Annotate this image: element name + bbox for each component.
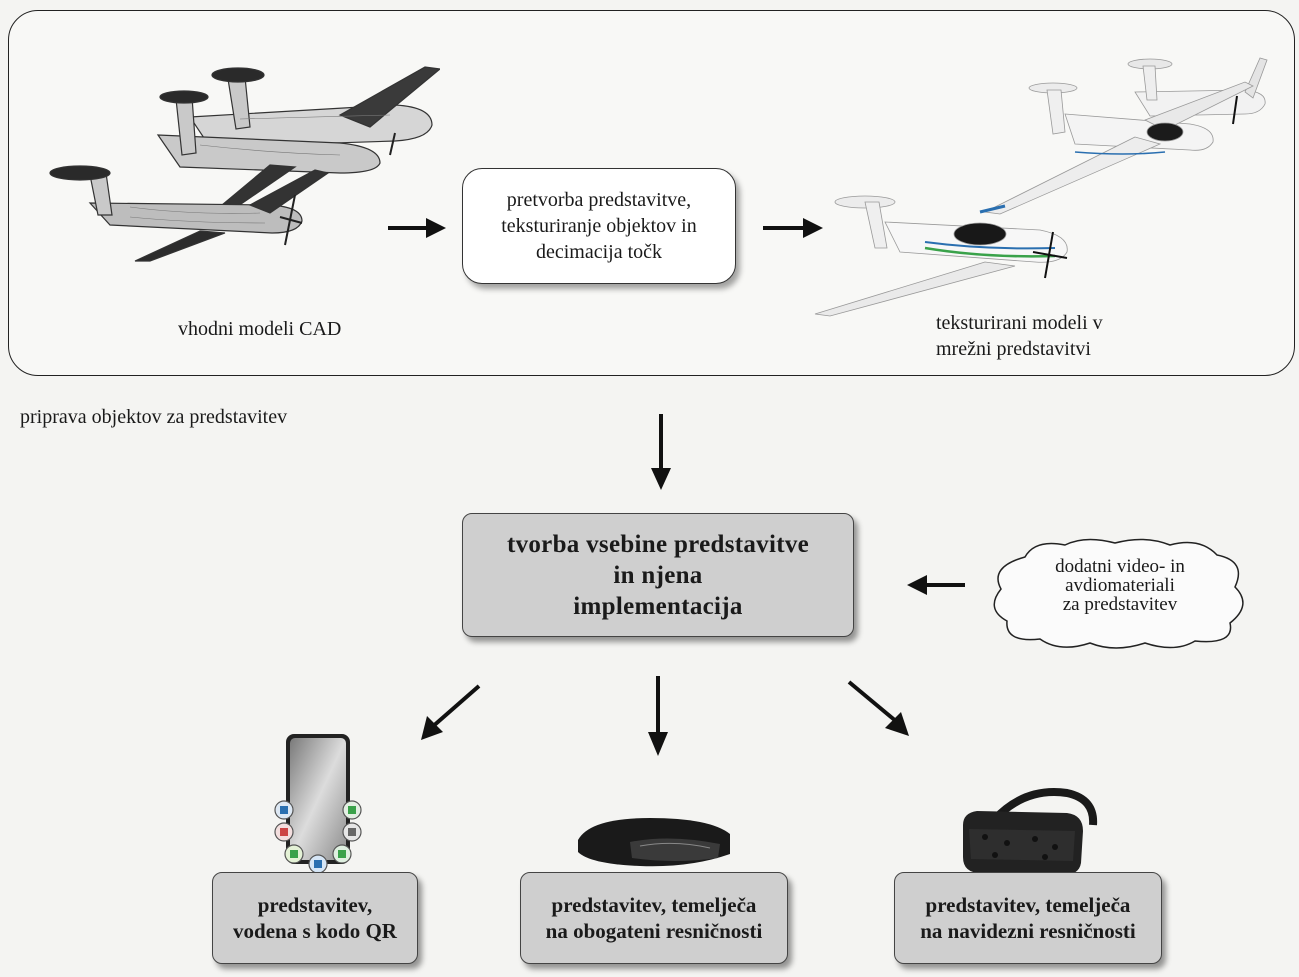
process-line-1: pretvorba predstavitve, xyxy=(506,189,692,211)
ar-line-2: na obogateni resničnosti xyxy=(545,919,763,943)
output-line-2: mrežni predstavitvi xyxy=(936,338,1091,360)
vr-line-2: na navidezni resničnosti xyxy=(920,919,1136,943)
ar-line-1: predstavitev, temelječa xyxy=(551,893,757,917)
cloud-line-1: dodatni video- in xyxy=(1055,556,1185,577)
cloud-line-3: za predstavitev xyxy=(1062,594,1178,615)
media-cloud-text: dodatni video- in avdiomateriali za pred… xyxy=(1005,557,1235,614)
output-models-label: teksturirani modeli v mrežni predstavitv… xyxy=(936,310,1103,362)
ar-headset-image xyxy=(578,818,730,867)
vr-headset-image xyxy=(963,788,1098,875)
main-line-2: in njena xyxy=(613,561,703,589)
arrow-from-cloud xyxy=(907,575,965,595)
textured-aircraft-models-image xyxy=(814,57,1268,317)
input-models-label: vhodni modeli CAD xyxy=(178,318,342,340)
main-line-1: tvorba vsebine predstavitve xyxy=(506,530,810,558)
arrow-to-ar xyxy=(648,676,668,756)
process-line-3: decimacija točk xyxy=(535,241,663,263)
arrow-to-vr xyxy=(847,680,909,736)
vr-line-1: predstavitev, temelječa xyxy=(925,893,1131,917)
cloud-line-2: avdiomateriali xyxy=(1065,575,1175,596)
arrow-down-to-main xyxy=(651,414,671,490)
media-cloud-shape xyxy=(993,538,1244,649)
smartphone-qr-image xyxy=(274,734,362,874)
conversion-process-box: pretvorba predstavitve, teksturiranje ob… xyxy=(462,168,736,284)
arrow-to-qr xyxy=(421,684,481,740)
output-line-1: teksturirani modeli v xyxy=(936,312,1103,334)
output-box-ar: predstavitev, temelječa na obogateni res… xyxy=(520,872,788,964)
arrow-to-conversion xyxy=(388,218,446,238)
main-line-3: implementacija xyxy=(573,592,743,620)
qr-line-2: vodena s kodo QR xyxy=(233,919,397,943)
output-box-qr: predstavitev, vodena s kodo QR xyxy=(212,872,418,964)
qr-line-1: predstavitev, xyxy=(257,893,373,917)
content-creation-box: tvorba vsebine predstavitve in njena imp… xyxy=(462,513,854,637)
output-box-vr: predstavitev, temelječa na navidezni res… xyxy=(894,872,1162,964)
cad-aircraft-models-image xyxy=(49,66,440,262)
process-line-2: teksturiranje objektov in xyxy=(501,215,697,237)
section-label: priprava objektov za predstavitev xyxy=(20,406,288,428)
arrow-to-textured-models xyxy=(763,218,823,238)
